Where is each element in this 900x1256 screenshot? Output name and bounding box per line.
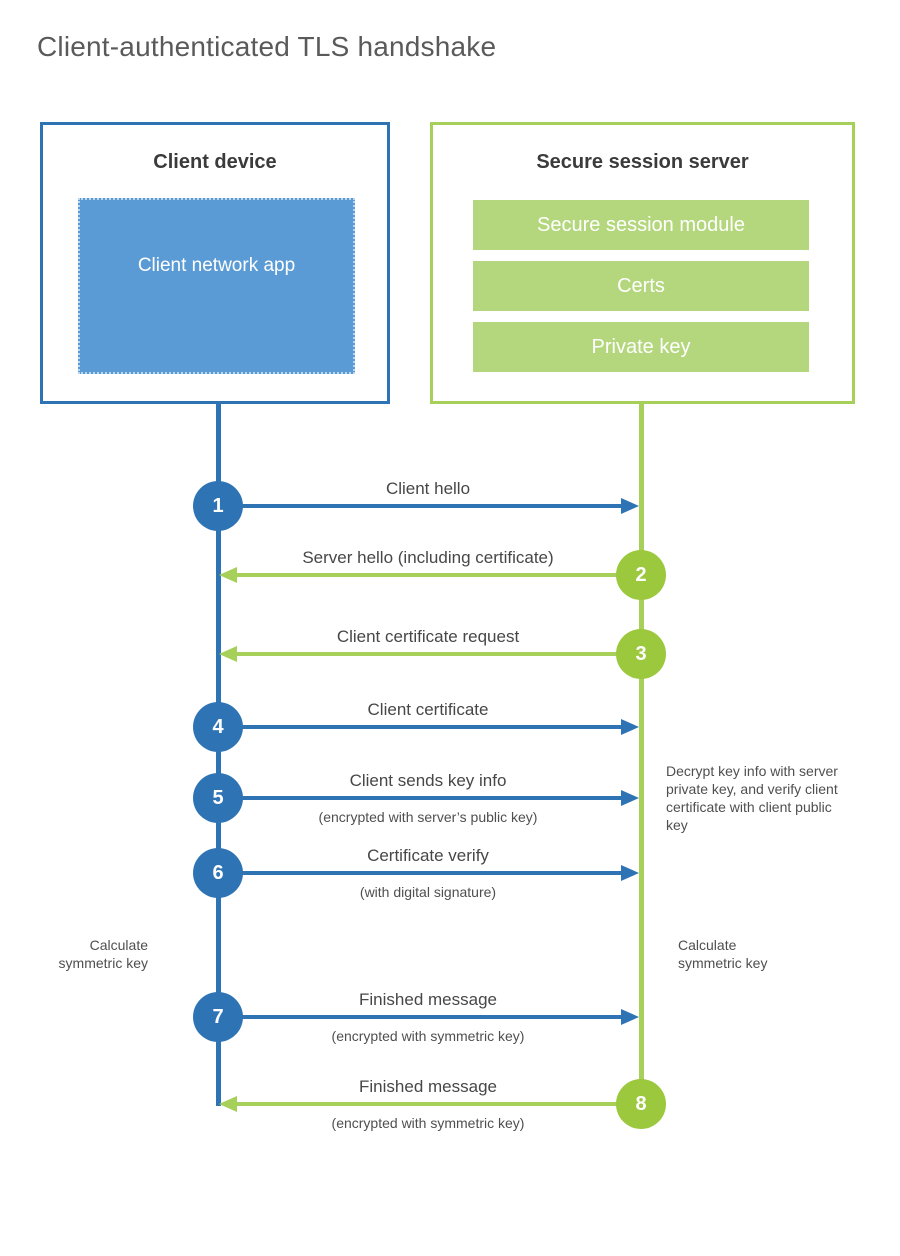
arrowhead-right-icon [621,1009,639,1025]
step-1-arrow-line [196,504,621,508]
step-6-label: Certificate verify [367,846,489,865]
client-lifeline [216,403,221,1106]
step-6-circle: 6 [193,848,243,898]
step-4-label: Client certificate [367,700,489,719]
server-lifeline [639,403,644,1108]
server-module-secure-session: Secure session module [473,200,809,250]
step-3-circle: 3 [616,629,666,679]
step-5-circle: 5 [193,773,243,823]
step-7-label: Finished message [359,990,497,1009]
arrowhead-right-icon [621,790,639,806]
step-6-sublabel: (with digital signature) [359,884,497,900]
step-7-arrow-line [196,1015,621,1019]
step-7-sublabel: (encrypted with symmetric key) [331,1028,525,1044]
step-3-arrow-line [237,652,665,656]
secure-session-server-title: Secure session server [536,151,749,173]
server-module-certs: Certs [473,261,809,311]
calculate-symmetric-key-note-server: Calculate symmetric key [678,937,768,971]
arrowhead-left-icon [219,567,237,583]
step-4-circle: 4 [193,702,243,752]
step-5-label: Client sends key info [349,771,507,790]
step-2-label: Server hello (including certificate) [302,548,554,567]
client-network-app-box: Client network app [78,198,355,374]
step-4-arrow-line [196,725,621,729]
step-8-sublabel: (encrypted with symmetric key) [331,1115,525,1131]
step-8-label: Finished message [359,1077,497,1096]
client-network-app-label: Client network app [137,255,296,276]
arrowhead-right-icon [621,865,639,881]
arrowhead-left-icon [219,1096,237,1112]
step-2-circle: 2 [616,550,666,600]
arrowhead-right-icon [621,498,639,514]
step-8-circle: 8 [616,1079,666,1129]
step-2-arrow-line [237,573,665,577]
step-6-arrow-line [196,871,621,875]
server-module-private-key: Private key [473,322,809,372]
step-7-circle: 7 [193,992,243,1042]
step-1-label: Client hello [385,479,471,498]
step-5-sublabel: (encrypted with server’s public key) [318,809,538,825]
step-1-circle: 1 [193,481,243,531]
step-3-label: Client certificate request [336,627,520,646]
step-8-arrow-line [237,1102,665,1106]
decrypt-key-note: Decrypt key info with server private key… [666,763,838,833]
arrowhead-left-icon [219,646,237,662]
client-device-title: Client device [153,151,277,173]
arrowhead-right-icon [621,719,639,735]
diagram-title: Client-authenticated TLS handshake [37,31,497,62]
step-5-arrow-line [196,796,621,800]
calculate-symmetric-key-note-client: Calculate symmetric key [58,937,148,971]
